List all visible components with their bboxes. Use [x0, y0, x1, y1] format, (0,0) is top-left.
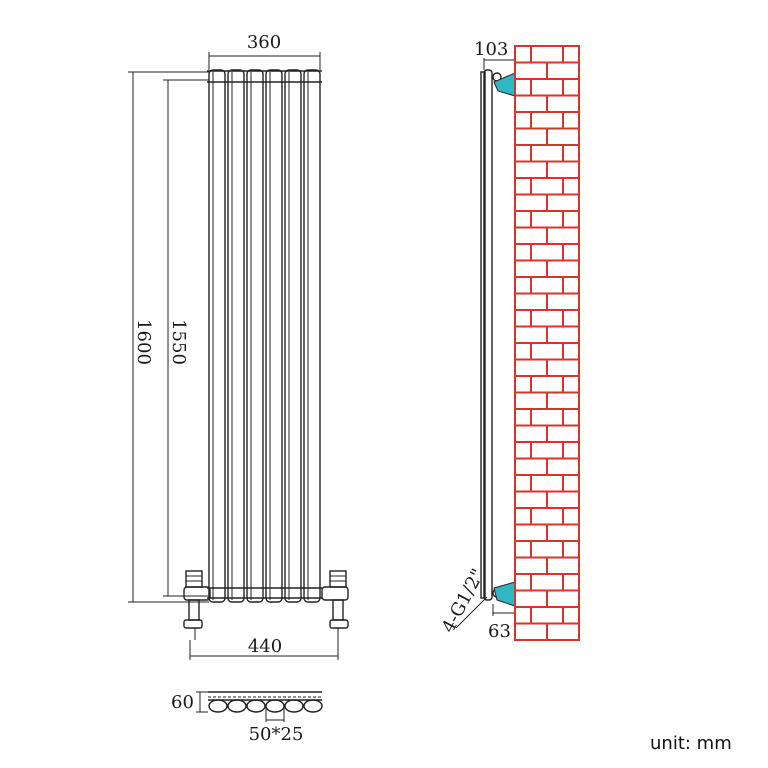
inner-height-dimension: 1550 [163, 79, 209, 597]
outer-height-dimension: 1600 [128, 71, 209, 603]
width-label: 360 [247, 32, 281, 53]
valve-spacing-label: 440 [248, 636, 282, 657]
side-view: 103 63 4-G1/2" [438, 39, 580, 642]
outer-height-label: 1600 [133, 319, 154, 365]
width-dimension: 360 [208, 32, 321, 70]
inner-height-label: 1550 [168, 319, 189, 365]
valve-spacing-dimension: 440 [189, 636, 339, 660]
bottom-bracket [492, 581, 516, 607]
tube-section-label: 50*25 [249, 724, 304, 745]
side-depth-label: 103 [474, 39, 508, 60]
top-view: 60 50*25 [171, 691, 323, 745]
right-valve [321, 570, 349, 640]
left-valve [183, 570, 211, 640]
connection-label: 4-G1/2" [438, 565, 489, 636]
top-depth-label: 60 [171, 692, 194, 713]
radiator-columns [207, 69, 322, 603]
front-view: 360 1600 1550 [128, 32, 349, 660]
radiator-side-profile [483, 69, 493, 601]
brick-wall [514, 45, 580, 641]
top-bracket [492, 72, 516, 97]
side-offset-label: 63 [488, 621, 511, 642]
unit-label: unit: mm [650, 733, 732, 754]
